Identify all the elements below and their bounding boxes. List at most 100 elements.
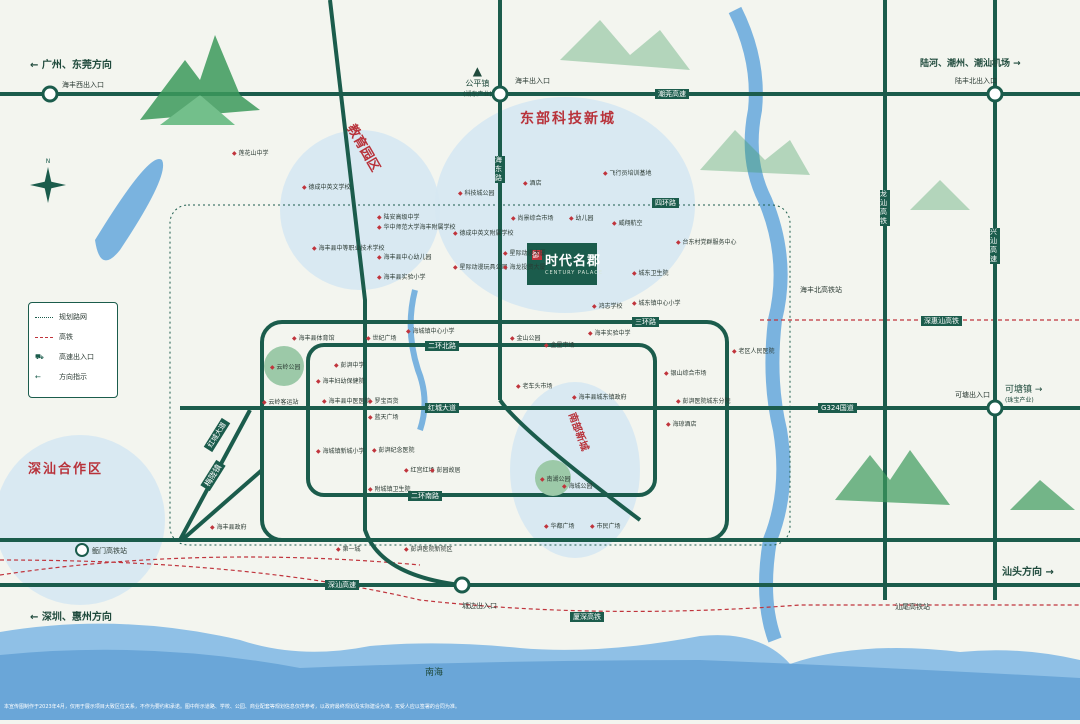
compass-icon: N	[30, 158, 66, 203]
lake	[95, 159, 164, 261]
poi-label: ◆ 银山综合市场	[664, 370, 707, 377]
road-label-longshan: 龙汕高铁	[880, 190, 890, 226]
poi-label: ◆ 城东镇中心小学	[632, 300, 681, 307]
poi-marker-icon: ◆	[406, 328, 413, 335]
poi-label: ◆ 城东卫生院	[632, 270, 669, 277]
project-badge: 御	[532, 251, 539, 259]
poi-marker-icon: ◆	[368, 486, 375, 493]
poi-marker-icon: ◆	[292, 335, 299, 342]
poi-marker-icon: ◆	[377, 224, 384, 231]
poi-marker-icon: ◆	[632, 300, 639, 307]
poi-label: ◆ 幼儿园	[569, 215, 594, 222]
poi-marker-icon: ◆	[404, 467, 411, 474]
xiashen-hsr-line	[0, 559, 1080, 613]
west-diagonal	[328, 0, 461, 587]
road-label-shenhui: 深惠汕高铁	[921, 316, 962, 326]
poi-marker-icon: ◆	[453, 230, 460, 237]
poi-label: ◆ 海丰县体育馆	[292, 335, 335, 342]
direction-right-mid: 可塘镇 →(珠宝产业)	[1005, 385, 1043, 404]
road-label-g324: G324国道	[818, 403, 857, 413]
hsr-haifeng-north: 海丰北高铁站	[800, 286, 842, 294]
poi-marker-icon: ◆	[590, 523, 597, 530]
poi-marker-icon: ◆	[632, 270, 639, 277]
legend-item: ←方向指示	[35, 373, 87, 381]
poi-marker-icon: ◆	[569, 215, 576, 222]
direction-bottom-left: ← 深圳、惠州方向	[30, 612, 112, 623]
poi-label: ◆ 海丰县中等职业技术学校	[312, 245, 385, 252]
up-arrow-icon: ▲	[472, 64, 482, 78]
poi-label: ◆ 海丰妇幼保健院	[316, 378, 365, 385]
poi-marker-icon: ◆	[316, 448, 323, 455]
direction-top-center: ▲ 公平镇 (湖东产业)	[463, 64, 492, 98]
yunling-park	[264, 346, 304, 386]
poi-label: ◆ 鸿志学校	[592, 303, 623, 310]
zone-shenshan	[0, 435, 165, 605]
poi-marker-icon: ◆	[503, 264, 510, 271]
poi-label: ◆ 海龙投资大厦	[503, 264, 546, 271]
poi-label: ◆ 德成中英文学校	[302, 184, 351, 191]
poi-label: ◆ 华中师范大学海丰附属学校	[377, 224, 456, 231]
exit-haifeng-west: 海丰西出入口	[62, 81, 104, 89]
legend-item: ⛟高速出入口	[35, 352, 94, 362]
poi-marker-icon: ◆	[516, 383, 523, 390]
poi-label: ◆ 市民广场	[590, 523, 621, 530]
poi-marker-icon: ◆	[316, 378, 323, 385]
exit-lufeng-north: 陆丰北出入口	[955, 77, 997, 85]
road-label-ring2-south: 二环南路	[408, 491, 442, 501]
poi-marker-icon: ◆	[544, 523, 551, 530]
svg-text:N: N	[46, 158, 51, 165]
ring-2	[306, 343, 657, 497]
poi-label: ◆ 附城镇卫生院	[368, 486, 411, 493]
poi-label: ◆ 金山公园	[510, 335, 541, 342]
poi-marker-icon: ◆	[588, 330, 595, 337]
poi-label: ◆ 海琼酒店	[666, 421, 697, 428]
road-label-ring3: 三环路	[632, 317, 659, 327]
dotted-line-icon	[35, 316, 53, 318]
poi-label: ◆ 第一城	[336, 546, 361, 553]
poi-label: ◆ 酒店	[523, 180, 542, 187]
poi-marker-icon: ◆	[404, 546, 411, 553]
poi-marker-icon: ◆	[562, 483, 569, 490]
poi-marker-icon: ◆	[270, 364, 277, 371]
poi-label: ◆ 彭湃中学	[334, 362, 365, 369]
poi-marker-icon: ◆	[368, 398, 375, 405]
direction-top-left: ← 广州、东莞方向	[30, 60, 112, 71]
hsr-heimen: 鲘门高铁站	[92, 547, 127, 555]
zone-education	[280, 130, 440, 290]
road-label-chaoguan: 潮莞高速	[655, 89, 689, 99]
poi-label: ◆ 海城镇中心小学	[406, 328, 455, 335]
zone-title-east-tech: 东部科技新城	[520, 111, 616, 127]
poi-marker-icon: ◆	[368, 414, 375, 421]
poi-marker-icon: ◆	[503, 250, 510, 257]
road-label-ring4: 四环路	[652, 198, 679, 208]
poi-marker-icon: ◆	[334, 362, 341, 369]
poi-label: ◆ 金星市场	[544, 342, 575, 349]
mountain-icon	[140, 35, 260, 125]
poi-label: ◆ 海城镇新城小学	[316, 448, 365, 455]
poi-marker-icon: ◆	[302, 184, 309, 191]
exit-ketang: 可塘出入口	[955, 391, 990, 399]
road-label-hongcheng: 红城大道	[425, 403, 459, 413]
poi-marker-icon: ◆	[372, 447, 379, 454]
road-label-haidong: 海东路	[495, 156, 505, 183]
poi-marker-icon: ◆	[453, 264, 460, 271]
poi-label: ◆ 飞行员培训基地	[603, 170, 652, 177]
poi-marker-icon: ◆	[312, 245, 319, 252]
poi-label: ◆ 云岭客运站	[262, 399, 299, 406]
poi-label: ◆ 老车头市场	[516, 383, 553, 390]
poi-marker-icon: ◆	[510, 335, 517, 342]
poi-marker-icon: ◆	[572, 394, 579, 401]
poi-label: ◆ 彭湃医院城东分院	[676, 398, 731, 405]
red-dashed-line-icon	[35, 336, 53, 338]
poi-marker-icon: ◆	[377, 214, 384, 221]
project-subtitle: CENTURY PALACE	[545, 270, 603, 276]
poi-label: ◆ 星际动漫大厦	[503, 250, 546, 257]
car-icon: ⛟	[35, 352, 44, 361]
poi-marker-icon: ◆	[732, 348, 739, 355]
poi-marker-icon: ◆	[676, 398, 683, 405]
poi-label: ◆ 威翔航空	[612, 220, 643, 227]
exit-haifeng: 海丰出入口	[515, 77, 550, 85]
poi-marker-icon: ◆	[664, 370, 671, 377]
poi-marker-icon: ◆	[666, 421, 673, 428]
poi-marker-icon: ◆	[676, 239, 683, 246]
